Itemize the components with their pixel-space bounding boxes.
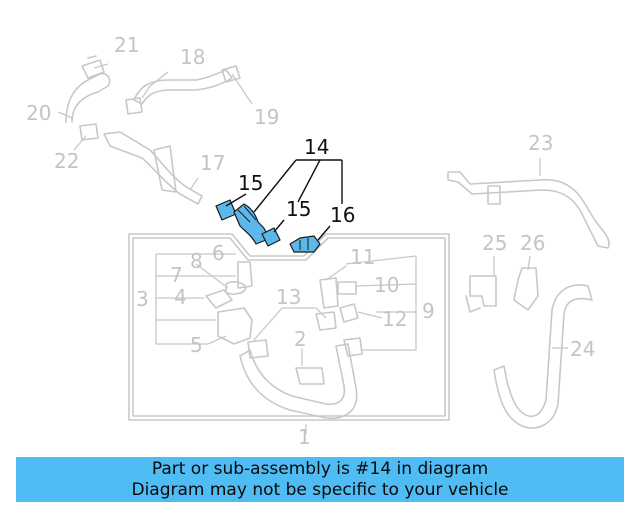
pipe-17-flange [153, 145, 177, 193]
pipe-23-bracket [487, 185, 501, 205]
label-part-17: 17 [200, 151, 225, 175]
pipe-17 [103, 131, 203, 205]
hose-14[interactable] [233, 203, 268, 245]
hose-20 [65, 72, 111, 123]
highlighted-part-14[interactable] [215, 199, 321, 253]
assembly-frame [128, 233, 450, 421]
label-part-4: 4 [174, 285, 187, 309]
clamp-15-left[interactable] [215, 199, 237, 221]
label-part-19: 19 [254, 105, 279, 129]
label-part-3: 3 [136, 287, 149, 311]
fitting-lower [247, 339, 269, 359]
label-part-24: 24 [570, 337, 595, 361]
label-part-13: 13 [276, 285, 301, 309]
label-part-21: 21 [114, 33, 139, 57]
part-26 [513, 267, 539, 311]
hose-18 [133, 69, 233, 105]
label-part-15a[interactable]: 15 [238, 171, 263, 195]
label-part-6: 6 [212, 241, 225, 265]
clamp-21 [81, 55, 105, 79]
label-part-15b[interactable]: 15 [286, 197, 311, 221]
connector-16[interactable] [289, 235, 321, 253]
fitting-6 [237, 261, 253, 289]
label-part-20: 20 [26, 101, 51, 125]
connector-13 [315, 311, 337, 331]
label-part-22: 22 [54, 149, 79, 173]
label-part-9: 9 [422, 299, 435, 323]
clamp-22 [79, 123, 99, 141]
label-part-26: 26 [520, 231, 545, 255]
fitting-9 [343, 337, 363, 357]
label-part-11: 11 [350, 245, 375, 269]
clamp-15-right[interactable] [261, 227, 281, 247]
label-part-1: 1 [298, 425, 311, 449]
part-2 [295, 367, 325, 385]
banner-line-2: Diagram may not be specific to your vehi… [131, 480, 509, 500]
label-part-10: 10 [374, 273, 399, 297]
clip-4 [205, 289, 233, 309]
label-part-14[interactable]: 14 [304, 135, 329, 159]
label-part-5: 5 [190, 333, 203, 357]
label-part-16[interactable]: 16 [330, 203, 355, 227]
pipe-23 [447, 171, 610, 249]
assembly-frame-inner [132, 237, 446, 417]
leader-lines [57, 63, 568, 434]
housing-5 [217, 307, 253, 345]
info-banner: Part or sub-assembly is #14 in diagram D… [16, 457, 624, 502]
label-part-7: 7 [170, 263, 183, 287]
clamp-19b [221, 65, 241, 83]
clamp-19a [125, 97, 143, 115]
label-part-23: 23 [528, 131, 553, 155]
fitting-12 [339, 303, 359, 323]
banner-line-1: Part or sub-assembly is #14 in diagram [151, 459, 489, 479]
leader-lines-highlight [225, 159, 343, 241]
clip-10 [337, 281, 357, 295]
label-part-2: 2 [294, 327, 307, 351]
hose-24 [493, 284, 593, 429]
label-part-18: 18 [180, 45, 205, 69]
label-part-12: 12 [382, 307, 407, 331]
part-25 [465, 275, 497, 313]
label-part-8: 8 [190, 249, 203, 273]
fitting-11 [319, 277, 339, 309]
hose-main [239, 343, 358, 419]
label-part-25: 25 [482, 231, 507, 255]
seal-8 [225, 281, 247, 295]
